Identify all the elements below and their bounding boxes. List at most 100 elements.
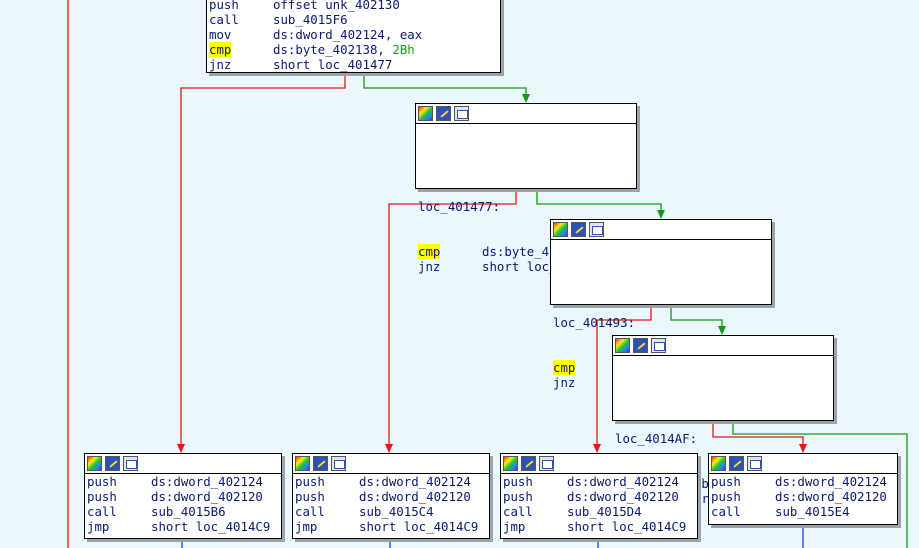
rename-node-icon[interactable] (105, 456, 120, 471)
rename-node-icon[interactable] (521, 456, 536, 471)
instruction-line[interactable]: call sub_4015D4 (503, 504, 697, 519)
mnemonic: cmp (553, 360, 576, 375)
color-palette-icon[interactable] (418, 106, 433, 121)
mnemonic: jnz (418, 259, 441, 274)
mnemonic: push (711, 489, 741, 504)
operand: sub_4015D4 (567, 504, 642, 519)
mnemonic: push (711, 474, 741, 489)
edge-arrowhead (718, 326, 726, 335)
operand: ds:dword_402120 (151, 489, 263, 504)
group-nodes-icon[interactable] (539, 456, 554, 471)
group-nodes-icon[interactable] (454, 106, 469, 121)
rename-node-icon[interactable] (313, 456, 328, 471)
operand: short loc_4014C9 (359, 519, 479, 534)
mnemonic: call (87, 504, 117, 519)
edge-arrowhead (799, 444, 807, 453)
edge-false-to-loc-401477[interactable] (363, 73, 527, 95)
instruction-line[interactable]: push ds:dword_402124 (295, 474, 489, 489)
edge-false-to-loc-401493[interactable] (536, 189, 662, 211)
edge-arrowhead (522, 94, 530, 103)
mnemonic: cmp (418, 244, 441, 259)
rename-node-icon[interactable] (571, 222, 586, 237)
mnemonic: push (87, 489, 117, 504)
location-label[interactable]: loc_4014AF: (615, 431, 698, 446)
mnemonic: jmp (295, 519, 318, 534)
rename-node-icon[interactable] (633, 338, 648, 353)
color-palette-icon[interactable] (87, 456, 102, 471)
mnemonic: call (295, 504, 325, 519)
edge-arrowhead (657, 210, 665, 219)
mnemonic: call (209, 12, 239, 27)
group-nodes-icon[interactable] (747, 456, 762, 471)
mnemonic: call (503, 504, 533, 519)
operand: ds:dword_402124 (151, 474, 263, 489)
operand: offset unk_402130 (273, 0, 400, 12)
color-palette-icon[interactable] (553, 222, 568, 237)
immediate-value: 2Bh (392, 42, 415, 57)
rename-node-icon[interactable] (729, 456, 744, 471)
group-nodes-icon[interactable] (123, 456, 138, 471)
color-palette-icon[interactable] (503, 456, 518, 471)
operand: ds:dword_402124 (359, 474, 471, 489)
operand: ds:dword_402124 (567, 474, 679, 489)
instruction-line[interactable]: cmp ds:byte_402138, 2Bh (209, 42, 500, 57)
mnemonic: cmp (209, 42, 232, 57)
mnemonic: jmp (503, 519, 526, 534)
edge-false-to-loc-4014af[interactable] (670, 305, 723, 327)
edge-arrowhead (593, 444, 601, 453)
location-label[interactable]: loc_401493: (553, 315, 636, 330)
color-palette-icon[interactable] (295, 456, 310, 471)
node-toolbar (709, 454, 897, 474)
mnemonic: call (711, 504, 741, 519)
rename-node-icon[interactable] (436, 106, 451, 121)
mnemonic: push (503, 489, 533, 504)
location-label[interactable]: loc_401477: (418, 199, 501, 214)
color-palette-icon[interactable] (615, 338, 630, 353)
edge-true-to-block-2[interactable] (388, 189, 517, 445)
instruction-line[interactable]: push ds:dword_402120 (87, 489, 281, 504)
instruction-line[interactable]: jmp short loc_4014C9 (295, 519, 489, 534)
mnemonic: push (503, 474, 533, 489)
node-toolbar (85, 454, 281, 474)
operand: ds:byte_402138, (273, 42, 393, 57)
group-nodes-icon[interactable] (589, 222, 604, 237)
color-palette-icon[interactable] (711, 456, 726, 471)
edge-arrowhead (385, 444, 393, 453)
group-nodes-icon[interactable] (331, 456, 346, 471)
instruction-line[interactable]: call sub_4015C4 (295, 504, 489, 519)
operand: short loc_401477 (273, 57, 393, 72)
instruction-line[interactable]: push ds:dword_402124 (503, 474, 697, 489)
node-toolbar (613, 336, 833, 356)
edge-true-to-block-3[interactable] (596, 305, 652, 445)
group-nodes-icon[interactable] (651, 338, 666, 353)
edge-true-to-block-1[interactable] (180, 73, 346, 445)
edge-false-to-loc-4014c9[interactable] (732, 421, 908, 548)
operand: ds:dword_402124, eax (273, 27, 423, 42)
edge-true-to-block-4[interactable] (712, 421, 804, 445)
mnemonic: push (295, 474, 325, 489)
operand: sub_4015C4 (359, 504, 434, 519)
